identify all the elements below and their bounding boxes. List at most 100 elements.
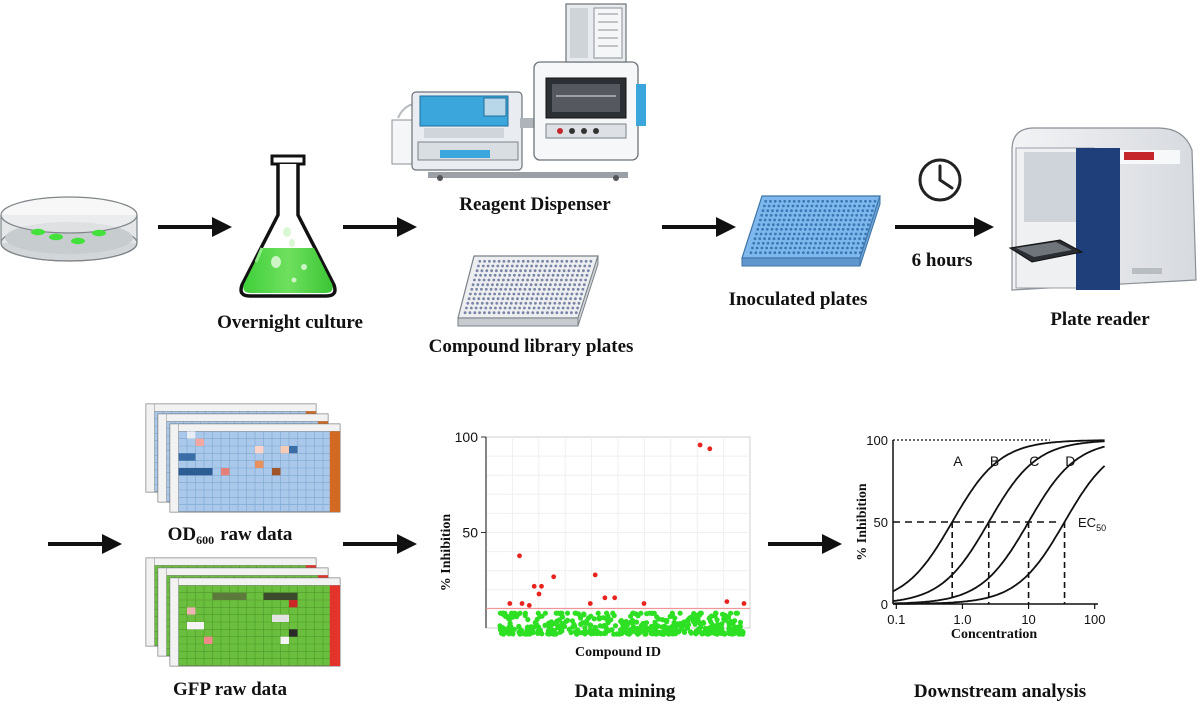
nonhit-point (562, 623, 568, 630)
nonhit-point (580, 620, 586, 626)
hit-point (592, 572, 598, 578)
nonhit-point (598, 631, 604, 637)
nonhit-point (581, 629, 587, 635)
nonhit-point (582, 625, 588, 631)
nonhit-point (733, 624, 739, 631)
nonhit-point (578, 615, 584, 621)
nonhit-point (601, 630, 607, 637)
plate-reader-icon (1008, 127, 1197, 291)
nonhit-point (505, 614, 511, 620)
nonhit-point (595, 610, 601, 616)
nonhit-point (609, 627, 615, 633)
nonhit-point (692, 621, 698, 627)
nonhit-point (630, 610, 636, 616)
nonhit-point (527, 625, 534, 631)
nonhit-point (653, 627, 659, 634)
nonhit-point (628, 629, 634, 635)
nonhit-point (649, 610, 655, 616)
nonhit-point (728, 610, 734, 616)
nonhit-point (551, 631, 557, 637)
nonhit-point (707, 615, 713, 621)
nonhit-point (633, 619, 640, 625)
nonhit-point (525, 631, 531, 637)
nonhit-point (535, 610, 541, 616)
incubation-time-label: 6 hours (912, 250, 973, 271)
nonhit-point (719, 611, 726, 617)
nonhit-point (642, 623, 648, 629)
nonhit-point (696, 629, 702, 635)
nonhit-point (660, 631, 666, 637)
petri-dish-icon (0, 196, 138, 262)
reagent-dispenser-icon (391, 3, 646, 181)
nonhit-point (605, 613, 611, 619)
nonhit-point (628, 619, 634, 625)
gfp-raw-data-label: GFP raw data (173, 679, 287, 700)
dose-ytick-label: 50 (874, 515, 888, 530)
nonhit-point (674, 621, 680, 627)
nonhit-point (649, 629, 655, 635)
compound-library-plates-label: Compound library plates (429, 336, 634, 357)
dose-series-label: B (990, 453, 999, 469)
inoculated-plates-label: Inoculated plates (729, 289, 868, 310)
hit-point (697, 442, 703, 448)
dose-ylabel: % Inhibition (855, 483, 870, 561)
nonhit-point (556, 624, 562, 630)
nonhit-point (587, 622, 593, 628)
nonhit-point (667, 613, 673, 620)
data-mining-label: Data mining (575, 681, 676, 702)
dose-xtick-label: 10 (1021, 612, 1035, 627)
nonhit-point (678, 623, 684, 630)
gfp-raw-data-heatmap-icon (145, 557, 341, 667)
nonhit-point (655, 623, 661, 629)
nonhit-point (688, 630, 694, 636)
od-raw-data-heatmap-icon (145, 403, 341, 513)
hit-point (551, 574, 557, 580)
dose-curve-b (892, 440, 1105, 602)
nonhit-point (668, 630, 674, 636)
nonhit-point (721, 616, 727, 622)
hit-point (741, 601, 747, 606)
nonhit-point (610, 610, 616, 616)
nonhit-point (510, 631, 516, 637)
nonhit-point (725, 614, 732, 620)
dose-ytick-label: 100 (866, 433, 888, 448)
nonhit-point (559, 614, 566, 620)
nonhit-point (581, 611, 587, 617)
nonhit-point (535, 624, 542, 630)
dose-xtick-label: 1.0 (953, 612, 971, 627)
nonhit-point (642, 628, 648, 634)
hit-point (724, 599, 730, 604)
nonhit-point (681, 629, 688, 636)
nonhit-point (664, 625, 671, 631)
nonhit-point (676, 629, 682, 635)
nonhit-point (635, 613, 641, 619)
inoculated-plate-icon (741, 195, 881, 267)
nonhit-point (715, 621, 721, 628)
nonhit-point (593, 629, 599, 635)
nonhit-point (596, 616, 602, 622)
nonhit-point (546, 623, 552, 629)
nonhit-point (509, 627, 516, 633)
hit-point (526, 603, 532, 608)
ec50-annotation: EC50 (1078, 515, 1106, 533)
nonhit-point (685, 622, 692, 628)
nonhit-point (591, 616, 597, 622)
nonhit-point (612, 623, 619, 629)
nonhit-point (570, 624, 576, 630)
nonhit-point (547, 628, 553, 634)
nonhit-point (525, 617, 531, 623)
hit-point (519, 601, 525, 606)
nonhit-point (572, 629, 578, 635)
nonhit-point (685, 617, 691, 623)
scatter-ytick-label: 50 (462, 525, 478, 541)
nonhit-point (737, 619, 744, 625)
nonhit-point (719, 621, 725, 627)
nonhit-point (656, 616, 662, 622)
nonhit-point (517, 610, 523, 616)
flask-icon (239, 154, 337, 298)
hit-point (531, 583, 537, 589)
hit-point (612, 595, 618, 601)
